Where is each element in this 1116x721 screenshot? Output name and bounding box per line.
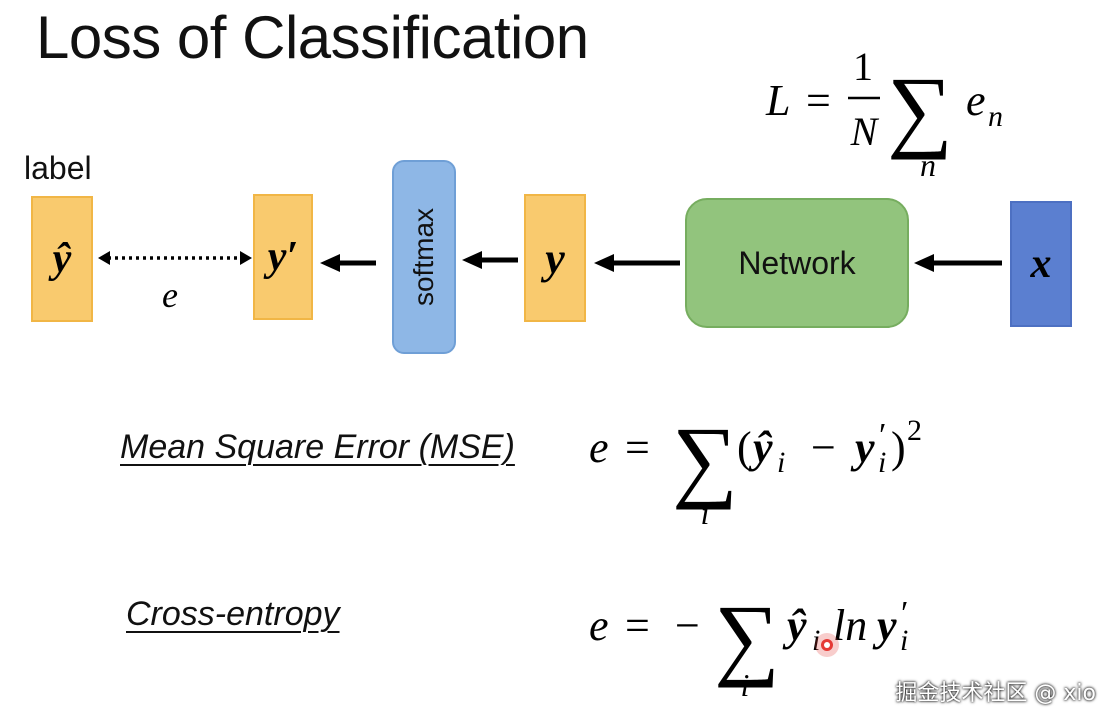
mse-minus: − xyxy=(811,423,836,472)
y-hat-symbol: ŷ xyxy=(52,236,72,282)
ce-equals: = xyxy=(625,601,650,650)
softmax-label: softmax xyxy=(408,207,439,307)
cursor-dot-icon xyxy=(815,633,839,657)
mse-lhs: e xyxy=(589,423,609,472)
mse-sum: ∑ xyxy=(672,408,738,510)
mse-y: y xyxy=(850,423,875,472)
y-symbol: y xyxy=(545,233,565,283)
mse-y-sub: i xyxy=(878,446,886,479)
y-prime-box: y′ xyxy=(253,194,313,320)
arrowhead-right xyxy=(240,251,252,265)
loss-term: e xyxy=(966,76,986,125)
x-symbol: x xyxy=(1030,241,1052,287)
slide-title: Loss of Classification xyxy=(36,4,589,71)
mse-yhat-sub: i xyxy=(777,446,785,479)
arrowhead-left xyxy=(98,251,110,265)
arrow-y-to-softmax xyxy=(462,251,518,269)
ce-ln: ln xyxy=(833,601,867,650)
loss-sum: ∑ xyxy=(887,58,953,160)
loss-numerator: 1 xyxy=(853,44,873,89)
ce-y-prime: ′ xyxy=(901,595,908,632)
loss-sum-index: n xyxy=(920,147,936,183)
mse-equals: = xyxy=(625,423,650,472)
error-label: e xyxy=(162,275,178,315)
loss-L: L xyxy=(765,76,790,125)
mse-yhat: ŷ xyxy=(748,423,773,472)
softmax-box: softmax xyxy=(392,160,456,354)
mse-power: 2 xyxy=(907,414,922,447)
mse-label: Mean Square Error (MSE) xyxy=(120,428,515,466)
loss-equals: = xyxy=(806,76,831,125)
ce-neg: − xyxy=(675,601,700,650)
dotted-double-arrow xyxy=(98,251,252,265)
loss-term-sub: n xyxy=(988,100,1003,133)
arrow-x-to-network xyxy=(914,254,1002,272)
arrow-softmax-to-yprime xyxy=(320,254,376,272)
ce-sum: ∑ xyxy=(714,586,780,688)
ce-sum-index: i xyxy=(741,667,750,701)
cross-entropy-formula: e = − ∑ i ŷ i ln y ′ i xyxy=(589,586,908,701)
arrow-network-to-y xyxy=(594,254,680,272)
network-box: Network xyxy=(685,198,909,328)
ce-y-sub: i xyxy=(900,624,908,657)
label-caption: label xyxy=(24,150,92,186)
cross-entropy-label: Cross-entropy xyxy=(126,595,340,633)
watermark: 掘金技术社区 @ xio xyxy=(895,681,1096,706)
x-box: x xyxy=(1010,201,1072,327)
mse-y-prime: ′ xyxy=(879,417,886,454)
loss-denominator: N xyxy=(850,109,880,154)
ce-y: y xyxy=(872,601,897,650)
ce-yhat-sub: i xyxy=(812,624,820,657)
ce-lhs: e xyxy=(589,601,609,650)
loss-formula: L = 1 N ∑ n e n xyxy=(765,44,1003,183)
y-box: y xyxy=(524,194,586,322)
mse-close-paren: ) xyxy=(891,423,906,472)
ce-yhat: ŷ xyxy=(782,601,807,650)
mse-formula: e = ∑ i ( ŷ i − y ′ i ) 2 xyxy=(589,408,922,531)
network-label: Network xyxy=(738,244,856,281)
mse-open-paren: ( xyxy=(737,423,752,472)
y-prime-symbol: y′ xyxy=(267,234,299,280)
y-hat-box: ŷ xyxy=(31,196,93,322)
mse-sum-index: i xyxy=(701,495,710,531)
